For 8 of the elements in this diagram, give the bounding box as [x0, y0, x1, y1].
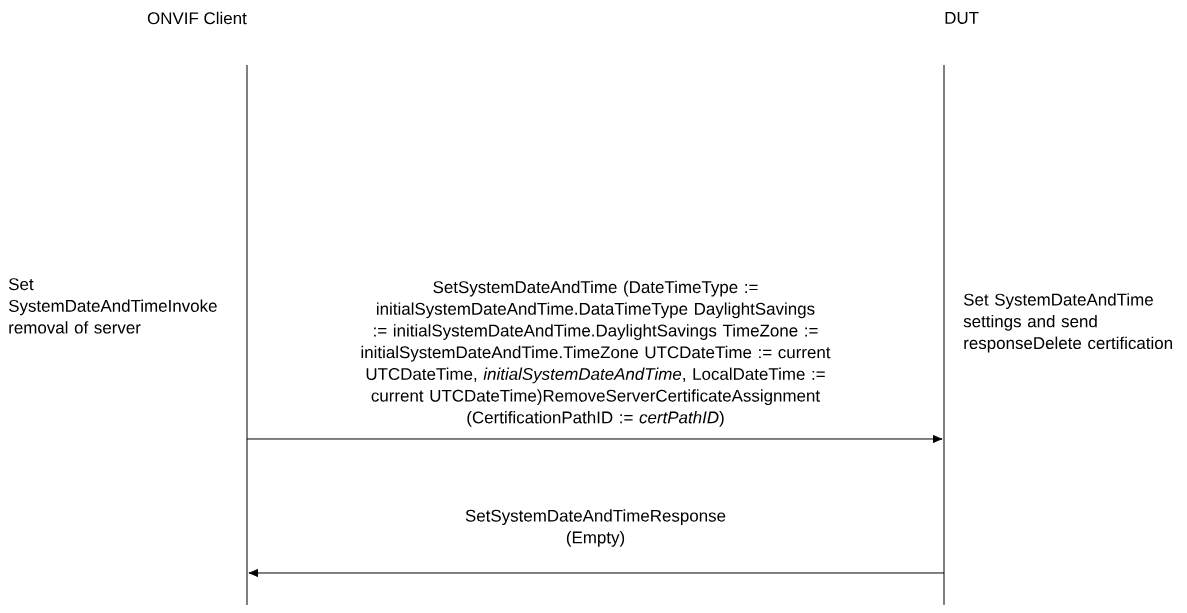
note-text: Set SystemDateAndTime settings and send responseDelete certification: [963, 293, 1172, 353]
message-label: SetSystemDateAndTime (DateTimeType := initialSystemDateAndTime.DataTimeType DaylightSavings := initialSystemDateAndTime.DaylightSavings TimeZone := initialSystemDateAndTime.TimeZone UTCDateTime := current UTCDateTime, initialSystemDateAndTime, LocalDateTime := current UTCDateTime)RemoveServerCertificateAssignment (CertificationPathID := certPathID): [361, 280, 831, 427]
lifeline-heading: DUT: [945, 12, 979, 24]
note-text: Set SystemDateAndTimeInvoke removal of server: [8, 278, 217, 334]
arrow: [246, 434, 943, 444]
arrow: [248, 568, 945, 578]
lifeline-heading: ONVIF Client: [147, 11, 247, 25]
message-label: SetSystemDateAndTimeResponse (Empty): [465, 509, 726, 547]
